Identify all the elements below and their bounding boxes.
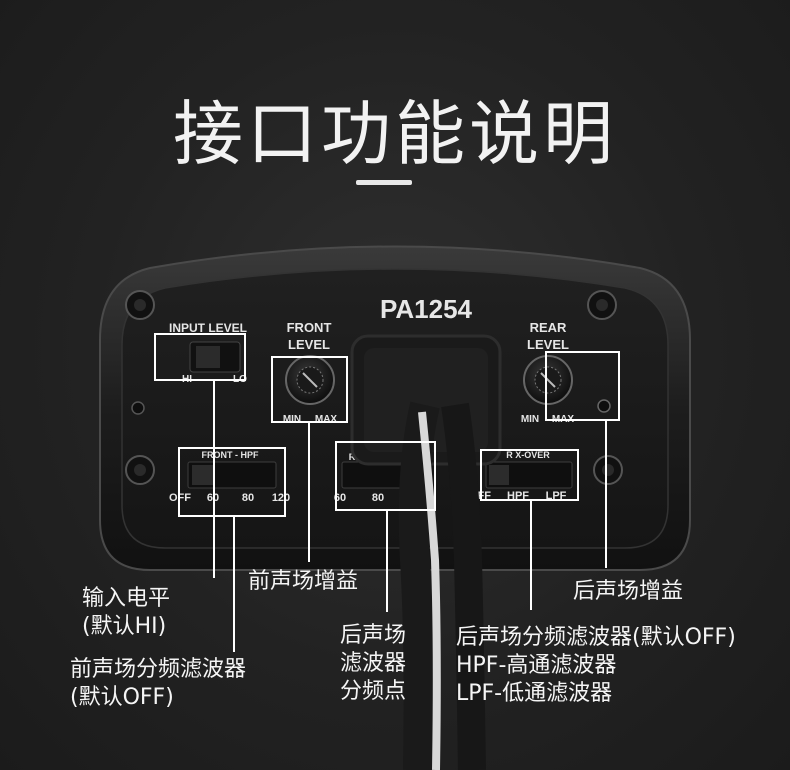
highlight-input-level [154,333,246,381]
front-level-title-1: FRONT [287,320,332,335]
highlight-rear-level [545,351,620,421]
cable-white [418,411,441,770]
highlight-rear-freq [335,441,436,511]
cable [398,401,440,770]
screw-icon [593,455,623,485]
highlight-front-hpf [178,447,286,517]
highlight-rear-xover [480,449,579,501]
rear-level-min: MIN [521,414,539,425]
front-level-min: MIN [283,414,301,425]
screw-icon [125,455,155,485]
model-label: PA1254 [380,294,473,324]
rear-freq-annotation: 后声场 滤波器 分频点 [340,623,407,704]
title-underline [356,180,412,185]
page-title: 接口功能说明 [173,93,617,175]
rear-level-title-2: LEVEL [527,337,569,352]
front-level-max: MAX [315,414,338,425]
cable [441,402,486,770]
front-hpf-tick: 80 [242,492,254,504]
input-level-label: INPUT LEVEL [169,321,247,335]
front-hpf-label: FRONT - HPF [202,450,259,460]
front-hpf-tick: OFF [169,492,191,504]
front-hpf-annotation: 前声场分频滤波器 (默认OFF) [70,657,247,710]
rear-level-title-1: REAR [530,320,567,335]
led-hole [597,399,611,413]
screw-icon [587,290,617,320]
front-hpf-tick: 120 [272,492,290,504]
front-level-title-2: LEVEL [288,337,330,352]
screw-icon [125,290,155,320]
rear-xover-annotation: 后声场分频滤波器(默认OFF) HPF-高通滤波器 LPF-低通滤波器 [456,625,736,706]
rear-freq-tick: 80 [372,492,384,504]
rear-level-annotation: 后声场增益 [573,579,684,604]
leader-lines [213,380,607,652]
led-hole [131,401,145,415]
front-level-annotation: 前声场增益 [248,569,359,594]
input-level-annotation: 输入电平 (默认HI) [82,586,171,639]
rear-xover-label: R X-OVER [506,450,550,460]
rear-freq-label: R [349,452,356,462]
